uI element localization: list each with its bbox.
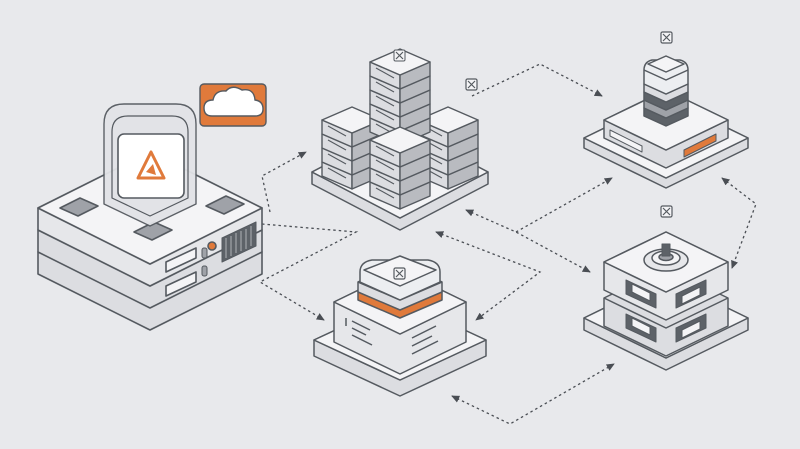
tower-front-unit-slot [375, 173, 395, 185]
tower-left-unit-slot [327, 139, 347, 151]
close-box-icon [393, 267, 406, 280]
connectors [258, 63, 757, 425]
connector-cluster-to-router [465, 209, 591, 273]
tower-back-unit-slot [375, 81, 395, 93]
router-switch [583, 231, 749, 371]
tower-back-unit-slot [375, 67, 395, 79]
tower-back-unit-slot [375, 109, 395, 121]
tower-left-unit-slot [327, 167, 347, 179]
close-box-icon [465, 78, 478, 91]
connector-main-to-cluster [261, 151, 307, 213]
tower-front-unit-slot [375, 145, 395, 157]
connector-cluster-to-storage [435, 231, 542, 321]
tower-left-unit-slot [327, 125, 347, 137]
tower-front-top [369, 126, 431, 154]
tower-front-unit-slot [375, 187, 395, 199]
storage-appliance [313, 255, 487, 397]
connector-edge-to-cluster [515, 177, 613, 233]
cluster-towers [321, 48, 479, 210]
cloud-icon [199, 83, 267, 127]
tower-back-unit-slot [375, 95, 395, 107]
connector-cluster-to-edge [471, 63, 603, 97]
warning-triangle-icon [136, 150, 166, 180]
tower-back-top [369, 48, 431, 76]
tower-front-unit-slot [375, 159, 395, 171]
connector-edge-to-router [721, 177, 757, 269]
warning-card [117, 133, 185, 199]
close-box-icon-glyph [395, 51, 404, 60]
edge-device [583, 55, 749, 189]
tower-right-top [417, 106, 479, 134]
tower-left-unit-slot [327, 153, 347, 165]
close-box-icon [660, 205, 673, 218]
close-box-icon [660, 31, 673, 44]
connector-storage-to-router [451, 363, 615, 425]
